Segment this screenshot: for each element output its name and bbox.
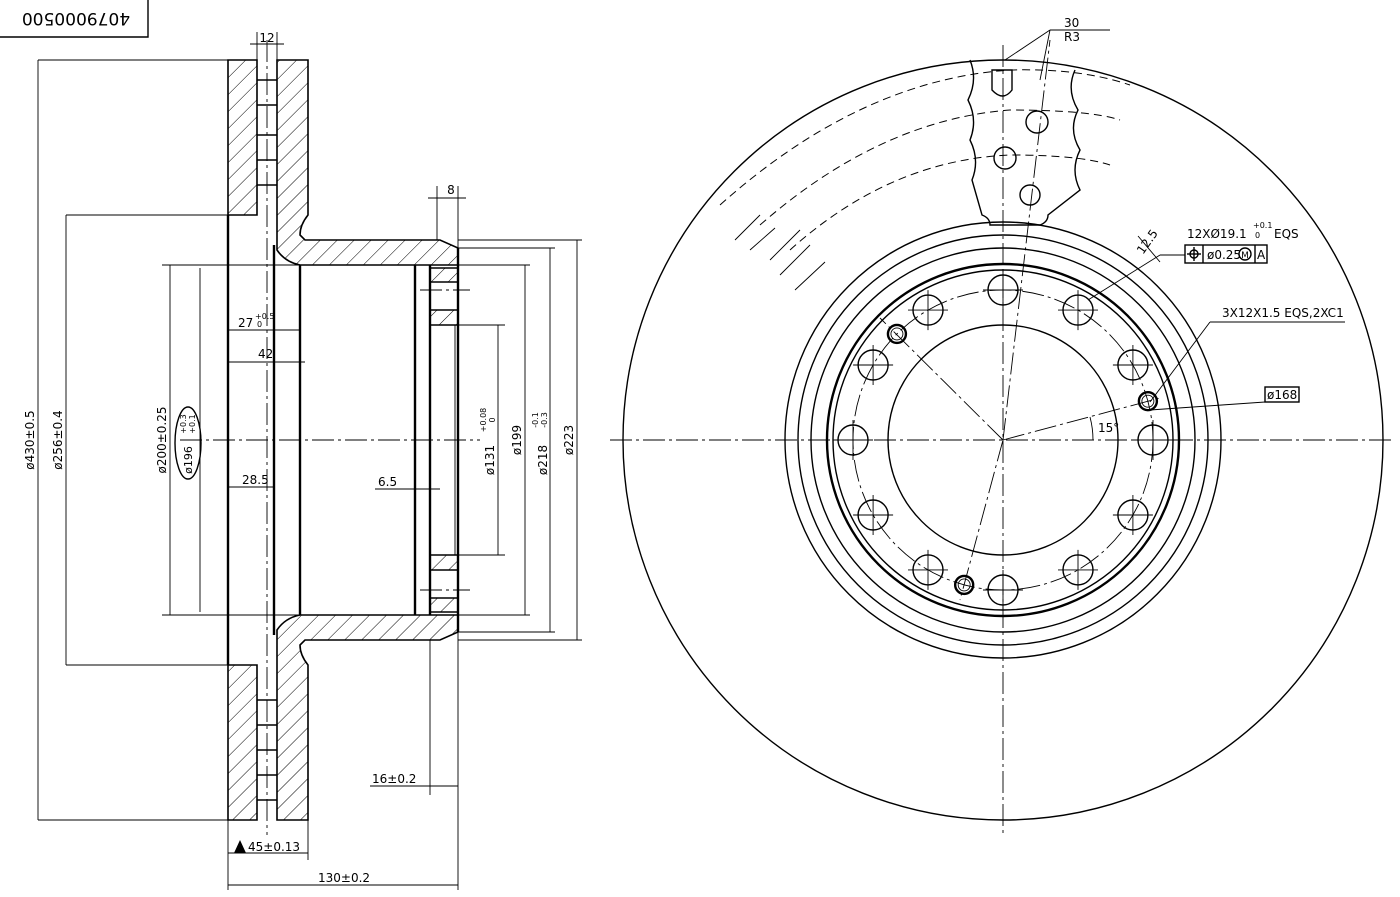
front-view: 30 R3 12.5 12XØ19.1 +0.1 0 EQS ø0.25 M A… xyxy=(610,16,1395,835)
threaded-hole xyxy=(886,323,908,345)
dim-angle-15: 15° xyxy=(1098,421,1119,435)
mmc-icon xyxy=(1238,247,1252,261)
dim-42: 42 xyxy=(258,347,273,361)
vent-slot-cutaway xyxy=(967,59,1081,226)
front-centerlines xyxy=(610,39,1395,835)
vent-hole xyxy=(993,146,1017,170)
bolt-holes xyxy=(833,270,1173,610)
datum-ref: A xyxy=(1257,248,1266,262)
dim-6-5: 6.5 xyxy=(378,475,397,489)
dim-flange-thickness: 8 xyxy=(447,183,455,197)
vent-hole xyxy=(1019,184,1041,206)
position-tolerance-value: ø0.25 xyxy=(1207,248,1241,262)
datum-triangle-icon xyxy=(234,840,246,853)
dim-27: 27 xyxy=(238,316,253,330)
disc-top-outer-plate xyxy=(227,59,258,216)
dim-disc-thickness: 45±0.13 xyxy=(248,840,300,854)
dim-slot-radius: R3 xyxy=(1064,30,1080,44)
dim-28-5: 28.5 xyxy=(242,473,269,487)
dim-dia-223: ø223 xyxy=(562,425,576,455)
threaded-hole-inner xyxy=(1141,394,1155,408)
bolt-circle-box xyxy=(1264,386,1300,403)
dim-angle-12-5: 12.5 xyxy=(1134,227,1161,257)
disc-bottom-inner-plate-hat xyxy=(276,614,459,821)
leader-lines xyxy=(1004,29,1345,441)
bolt-holes-tol-lower: 0 xyxy=(1255,231,1260,240)
dim-dia-131: ø131 xyxy=(483,445,497,475)
dim-dia-218-tol-upper: -0.1 xyxy=(531,412,540,428)
dim-slot-width: 30 xyxy=(1064,16,1079,30)
dim-dia-199: ø199 xyxy=(510,425,524,455)
dim-dia-196: ø196 xyxy=(182,446,195,474)
dim-27-tol-upper: +0.5 xyxy=(255,312,274,321)
vent-hole xyxy=(1025,110,1049,134)
disc-top-inner-plate-hat xyxy=(276,59,459,266)
bolt-holes-eqs: EQS xyxy=(1274,227,1299,241)
disc-bottom-outer-plate xyxy=(227,664,258,821)
bolt-circle-callout: ø168 xyxy=(1267,388,1297,402)
section-view: 12 8 27 +0.5 0 42 28.5 6.5 ø430±0.5 ø256… xyxy=(23,31,582,890)
threaded-hole-inner xyxy=(890,327,904,341)
dim-16: 16±0.2 xyxy=(372,772,416,786)
threaded-hole-inner xyxy=(957,578,971,592)
dim-dia-131-tol-upper: +0.08 xyxy=(479,408,488,433)
threaded-hole xyxy=(953,574,975,596)
bolt-holes-callout: 12XØ19.1 xyxy=(1187,227,1247,241)
vent-hidden-lines xyxy=(719,69,1131,291)
threaded-hole xyxy=(1137,390,1159,412)
position-icon xyxy=(1187,247,1201,261)
bolt-holes-tol-upper: +0.1 xyxy=(1253,221,1272,230)
dim-dia-196-tol-lower: +0.1 xyxy=(188,414,197,433)
part-number: 4079000500 xyxy=(22,8,130,28)
position-tolerance-frame: ø0.25 M A xyxy=(1184,244,1268,264)
slot-profile xyxy=(991,69,1013,97)
dim-overall-height: 130±0.2 xyxy=(318,871,370,885)
dim-vent-gap: 12 xyxy=(259,31,274,45)
dim-outer-dia: ø430±0.5 xyxy=(23,410,37,469)
mmc-modifier: M xyxy=(1241,251,1249,261)
dim-dia-218: ø218 xyxy=(536,445,550,475)
dimension-lines xyxy=(37,32,582,890)
dim-27-tol-lower: 0 xyxy=(257,320,262,329)
dim-dia-131-tol-lower: 0 xyxy=(488,417,497,422)
dim-dia-256: ø256±0.4 xyxy=(51,410,65,469)
dim-dia-200: ø200±0.25 xyxy=(155,406,169,473)
part-number-box: 4079000500 xyxy=(0,0,149,38)
dim-dia-218-tol-lower: -0.3 xyxy=(540,412,549,428)
dia-196-callout xyxy=(174,406,202,480)
threaded-holes-callout: 3X12X1.5 EQS,2XC1 xyxy=(1222,306,1344,320)
dim-dia-196-tol-upper: +0.3 xyxy=(179,414,188,433)
